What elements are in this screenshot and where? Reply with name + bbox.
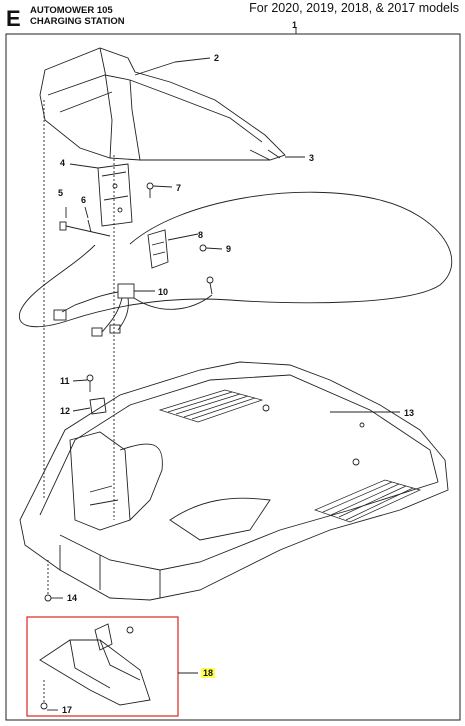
callout-5: 5 [58,188,64,198]
models-note: For 2020, 2019, 2018, & 2017 models [249,1,459,15]
callout-11: 11 [60,376,70,386]
callout-3: 3 [309,153,315,163]
callout-2: 2 [214,53,220,63]
title-product: AUTOMOWER 105 [30,5,113,16]
callout-4: 4 [60,158,66,168]
callout-13: 13 [404,408,415,418]
callout-12: 12 [60,406,71,416]
bracket [147,229,169,269]
base-plate [19,361,449,601]
contact-plate-assembly [39,623,151,706]
callout-17: 17 [62,705,73,715]
callout-1: 1 [292,20,298,30]
section-letter: E [6,6,21,31]
callout-10: 10 [158,287,169,297]
callout-6: 6 [81,195,87,205]
callout-9: 9 [226,244,232,254]
inset-frame [26,616,179,717]
callout-14: 14 [67,593,78,603]
title-assembly: CHARGING STATION [30,16,125,27]
circuit-board [97,163,133,227]
top-cover [39,47,286,161]
callout-8: 8 [198,230,204,240]
callout-18-highlighted: 18 [201,668,216,678]
callout-7: 7 [176,183,182,193]
